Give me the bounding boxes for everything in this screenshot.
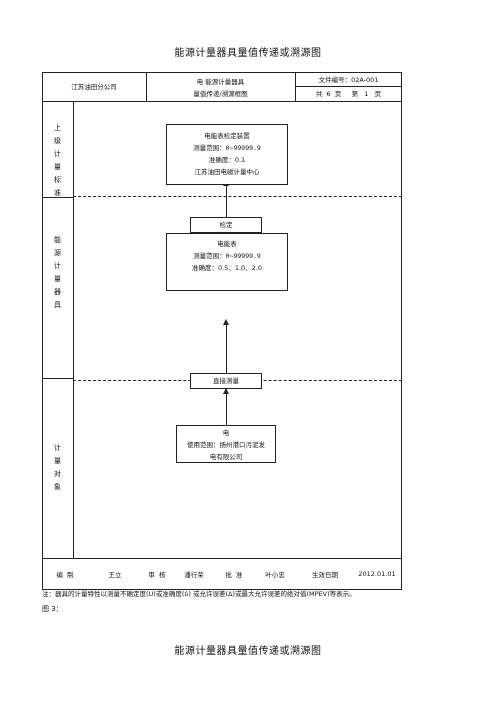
standard-device-name: 电能表检定装置 xyxy=(204,132,250,140)
meter-name: 电能表 xyxy=(217,240,237,248)
arrow-verify-to-standard xyxy=(226,185,227,217)
measured-object-name: 电 xyxy=(222,429,230,437)
section-label-upper-standard: 上级计量标准 xyxy=(42,122,73,200)
meter-accuracy: 准确度：0.5、1.0、2.0 xyxy=(191,264,262,272)
standard-device-accuracy: 准确度：0.1 xyxy=(208,156,246,164)
arrow-direct-to-meter xyxy=(226,325,227,373)
effective-date: 2012.01.01 xyxy=(358,569,396,578)
approver-name: 叶小忠 xyxy=(265,570,285,579)
compiler-name: 王立 xyxy=(108,570,122,579)
direct-measure-label: 直接测量 xyxy=(213,377,239,385)
arrow-head-meter xyxy=(223,319,229,325)
standard-device-range: 测量范围：0~99999.9 xyxy=(193,144,261,152)
header-divider-2 xyxy=(295,73,296,101)
diagram-type: 量值传递/溯源框图 xyxy=(193,90,248,98)
section-divider-2 xyxy=(43,378,74,379)
dashed-separator-1 xyxy=(73,196,402,197)
standard-device-box: 电能表检定装置 测量范围：0~99999.9 准确度：0.1 江苏油田电磁计量中… xyxy=(166,124,288,185)
standard-device-org: 江苏油田电磁计量中心 xyxy=(194,168,260,176)
arrow-head-direct xyxy=(223,388,229,394)
diagram-frame xyxy=(42,72,402,590)
compile-label: 编 制 xyxy=(56,570,74,579)
company-name: 江苏油田分公司 xyxy=(71,83,117,91)
section-label-instrument: 能源计量器具 xyxy=(42,234,73,312)
header-divider-1 xyxy=(146,73,147,101)
verify-box: 检定 xyxy=(190,217,262,233)
meter-box: 电能表 测量范围：0~99999.9 准确度：0.5、1.0、2.0 xyxy=(166,233,288,291)
instrument-type: 电 能源计量器具 xyxy=(196,77,245,86)
arrow-object-to-direct xyxy=(226,389,227,425)
document-title: 能源计量器具量值传递或溯源图 xyxy=(174,48,322,59)
figure-label: 图 3： xyxy=(42,605,63,613)
document-number: 文件编号：02A-001 xyxy=(318,76,379,84)
section-divider-1 xyxy=(43,197,74,198)
section-label-instrument-text: 能源计量器具 xyxy=(54,236,61,309)
footer-top-line xyxy=(43,558,401,559)
section-label-upper-standard-text: 上级计量标准 xyxy=(54,124,61,197)
header-bottom-line xyxy=(43,101,401,102)
review-label: 审 核 xyxy=(148,570,166,579)
effective-date-label: 生效日期 xyxy=(312,570,338,579)
left-column-divider xyxy=(73,101,74,558)
direct-measure-box: 直接测量 xyxy=(190,373,262,389)
measured-object-org: 电有限公司 xyxy=(209,453,243,461)
bottom-title: 能源计量器具量值传递或溯源图 xyxy=(174,646,322,657)
approve-label: 批 准 xyxy=(225,570,243,579)
page-count: 共 6 页 第 1 页 xyxy=(315,90,382,98)
section-label-object: 计量对象 xyxy=(42,442,73,494)
reviewer-name: 潘行荣 xyxy=(184,570,204,579)
meter-range: 测量范围：0~99999.9 xyxy=(193,252,261,260)
verify-label: 检定 xyxy=(219,221,233,229)
footnote: 注：器具的计量特性以测量不确定度(U)或准确度(δ) 或允许误差(Δ)或最大允许… xyxy=(42,590,356,598)
header-divider-3 xyxy=(295,86,401,87)
measured-object-range: 使用范围：扬州港口污泥发 xyxy=(187,441,265,449)
measured-object-box: 电 使用范围：扬州港口污泥发 电有限公司 xyxy=(176,425,276,463)
section-label-object-text: 计量对象 xyxy=(54,444,61,491)
